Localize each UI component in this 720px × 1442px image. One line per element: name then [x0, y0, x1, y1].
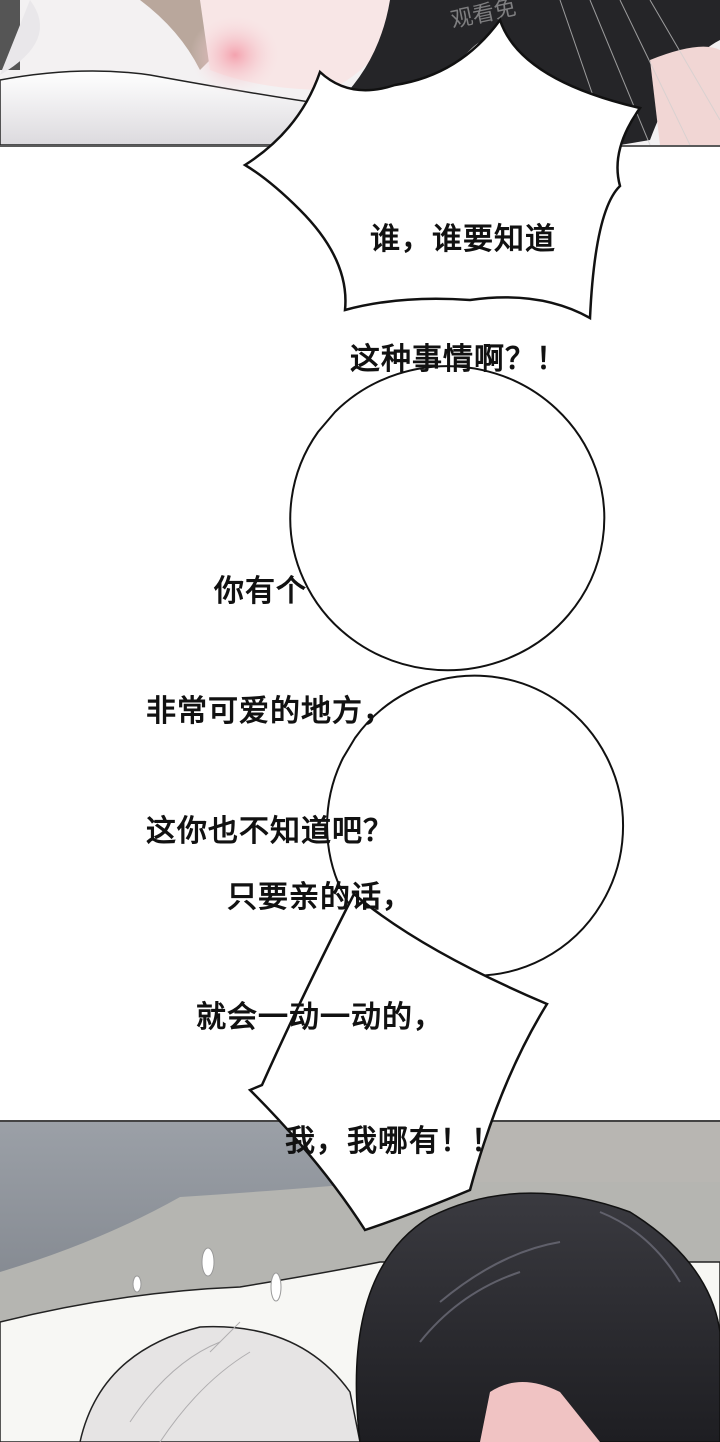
- shout-bubble-text: 谁，谁要知道 这种事情啊？！: [350, 140, 600, 420]
- round-bubble-1-text: 你有个 非常可爱的地方， 这你也不知道吧？: [130, 492, 410, 892]
- round-bubble-1-line-2: 非常可爱的地方，: [146, 694, 394, 729]
- round-bubble-1-line-3: 这你也不知道吧？: [146, 814, 394, 849]
- angular-bubble-line-1: 我，我哪有！！: [285, 1124, 502, 1159]
- shout-bubble-line-1: 谁，谁要知道: [370, 222, 556, 257]
- top-panel-artwork: [0, 0, 720, 145]
- round-bubble-2-text: 只要亲的话， 就会一动一动的，: [180, 798, 460, 1078]
- angular-bubble-text: 我，我哪有！！: [285, 1042, 525, 1202]
- shout-bubble-line-2: 这种事情啊？！: [350, 342, 567, 377]
- round-bubble-2-line-1: 只要亲的话，: [227, 880, 413, 915]
- round-bubble-2-line-2: 就会一动一动的，: [196, 1000, 444, 1035]
- top-panel: 观看免: [0, 0, 720, 147]
- round-bubble-1-line-1: 你有个: [214, 574, 307, 609]
